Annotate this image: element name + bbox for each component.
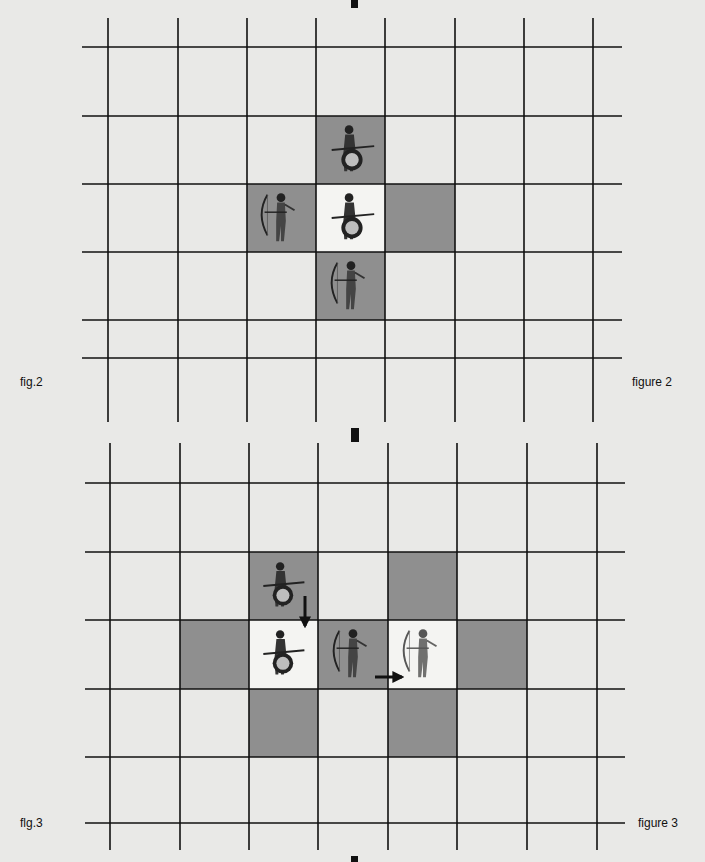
shaded-cells [180,552,527,757]
unit-figures [262,125,375,309]
figure-label: figure 2 [632,376,672,388]
figure-label: fig.2 [20,376,43,388]
move-arrows [305,596,402,677]
separator-marks [351,0,359,862]
figure-label: flg.3 [20,817,43,829]
grid-lines [85,443,625,850]
shaded-cells [247,116,455,320]
grid-lines [82,18,622,422]
figure-label: figure 3 [638,817,678,829]
unit-figures [263,562,436,677]
